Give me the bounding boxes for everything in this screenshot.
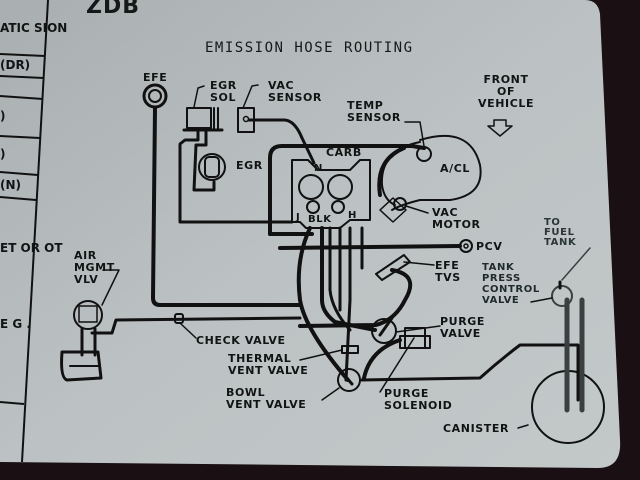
code-tag: ZDB <box>86 0 140 19</box>
check-valve-icon <box>174 313 184 324</box>
side-table-row: (N) <box>0 178 22 192</box>
label-tank-press-control-valve: TANK PRESS CONTROL VALVE <box>482 262 540 306</box>
efe-hose <box>151 106 302 307</box>
air-mgmt-vlv-icon <box>73 300 103 330</box>
side-table-row: ATIC SION <box>0 21 68 35</box>
canister-hose <box>360 343 580 402</box>
side-table-row: E G . <box>0 317 31 331</box>
label-purge-solenoid: PURGE SOLENOID <box>384 387 453 412</box>
label-carb: CARB <box>326 146 362 159</box>
air-mgmt-hose <box>90 316 302 335</box>
vac-motor-icon <box>393 197 407 211</box>
label-egr: EGR <box>236 159 263 172</box>
label-purge-valve: PURGE VALVE <box>440 315 486 340</box>
side-table-row: ) <box>0 109 6 123</box>
label-a-cl: A/CL <box>440 162 471 175</box>
label-carb-h: H <box>348 210 357 221</box>
vac-sensor-hose <box>247 118 316 165</box>
label-temp-sensor: TEMP SENSOR <box>347 99 401 124</box>
bowl-vent-valve-icon <box>337 368 361 392</box>
label-canister: CANISTER <box>443 422 510 435</box>
label-carb-n: N <box>314 163 323 174</box>
label-front-of-vehicle: FRONT OF VEHICLE <box>478 73 535 110</box>
label-vac-sensor: VAC SENSOR <box>268 79 322 104</box>
carb-body <box>291 159 371 229</box>
label-pcv: PCV <box>476 240 503 253</box>
side-table-row: ET OR OT <box>0 241 63 255</box>
pcv-hose <box>278 244 462 250</box>
side-table-row: (DR) <box>0 58 31 72</box>
tank-press-control-valve-icon <box>551 285 573 307</box>
label-check-valve: CHECK VALVE <box>196 334 286 347</box>
label-efe: EFE <box>143 71 168 84</box>
label-thermal-vent-valve: THERMAL VENT VALVE <box>228 352 309 377</box>
front-arrow-icon <box>487 119 513 137</box>
purge-valve-icon <box>371 318 397 344</box>
side-table-lines <box>0 0 49 463</box>
side-table-row: ) <box>0 147 6 161</box>
egr-icon <box>198 153 226 181</box>
carb-vacuum-loop <box>268 144 414 236</box>
air-cleaner-icon <box>391 134 482 211</box>
label-carb-blk: BLK <box>308 214 332 225</box>
label-efe-tvs: EFE TVS <box>435 259 461 284</box>
diagram-title: EMISSION HOSE ROUTING <box>205 40 414 56</box>
label-vac-motor: VAC MOTOR <box>432 206 481 231</box>
label-air-mgmt-vlv: AIR MGMT VLV <box>74 249 115 286</box>
label-carb-j: J <box>296 212 301 223</box>
label-bowl-vent-valve: BOWL VENT VALVE <box>226 386 307 411</box>
label-to-fuel-tank: TO FUEL TANK <box>544 217 577 248</box>
egr-sol-icon <box>186 107 212 129</box>
pcv-icon <box>459 239 473 253</box>
label-egr-sol: EGR SOL <box>210 79 237 104</box>
